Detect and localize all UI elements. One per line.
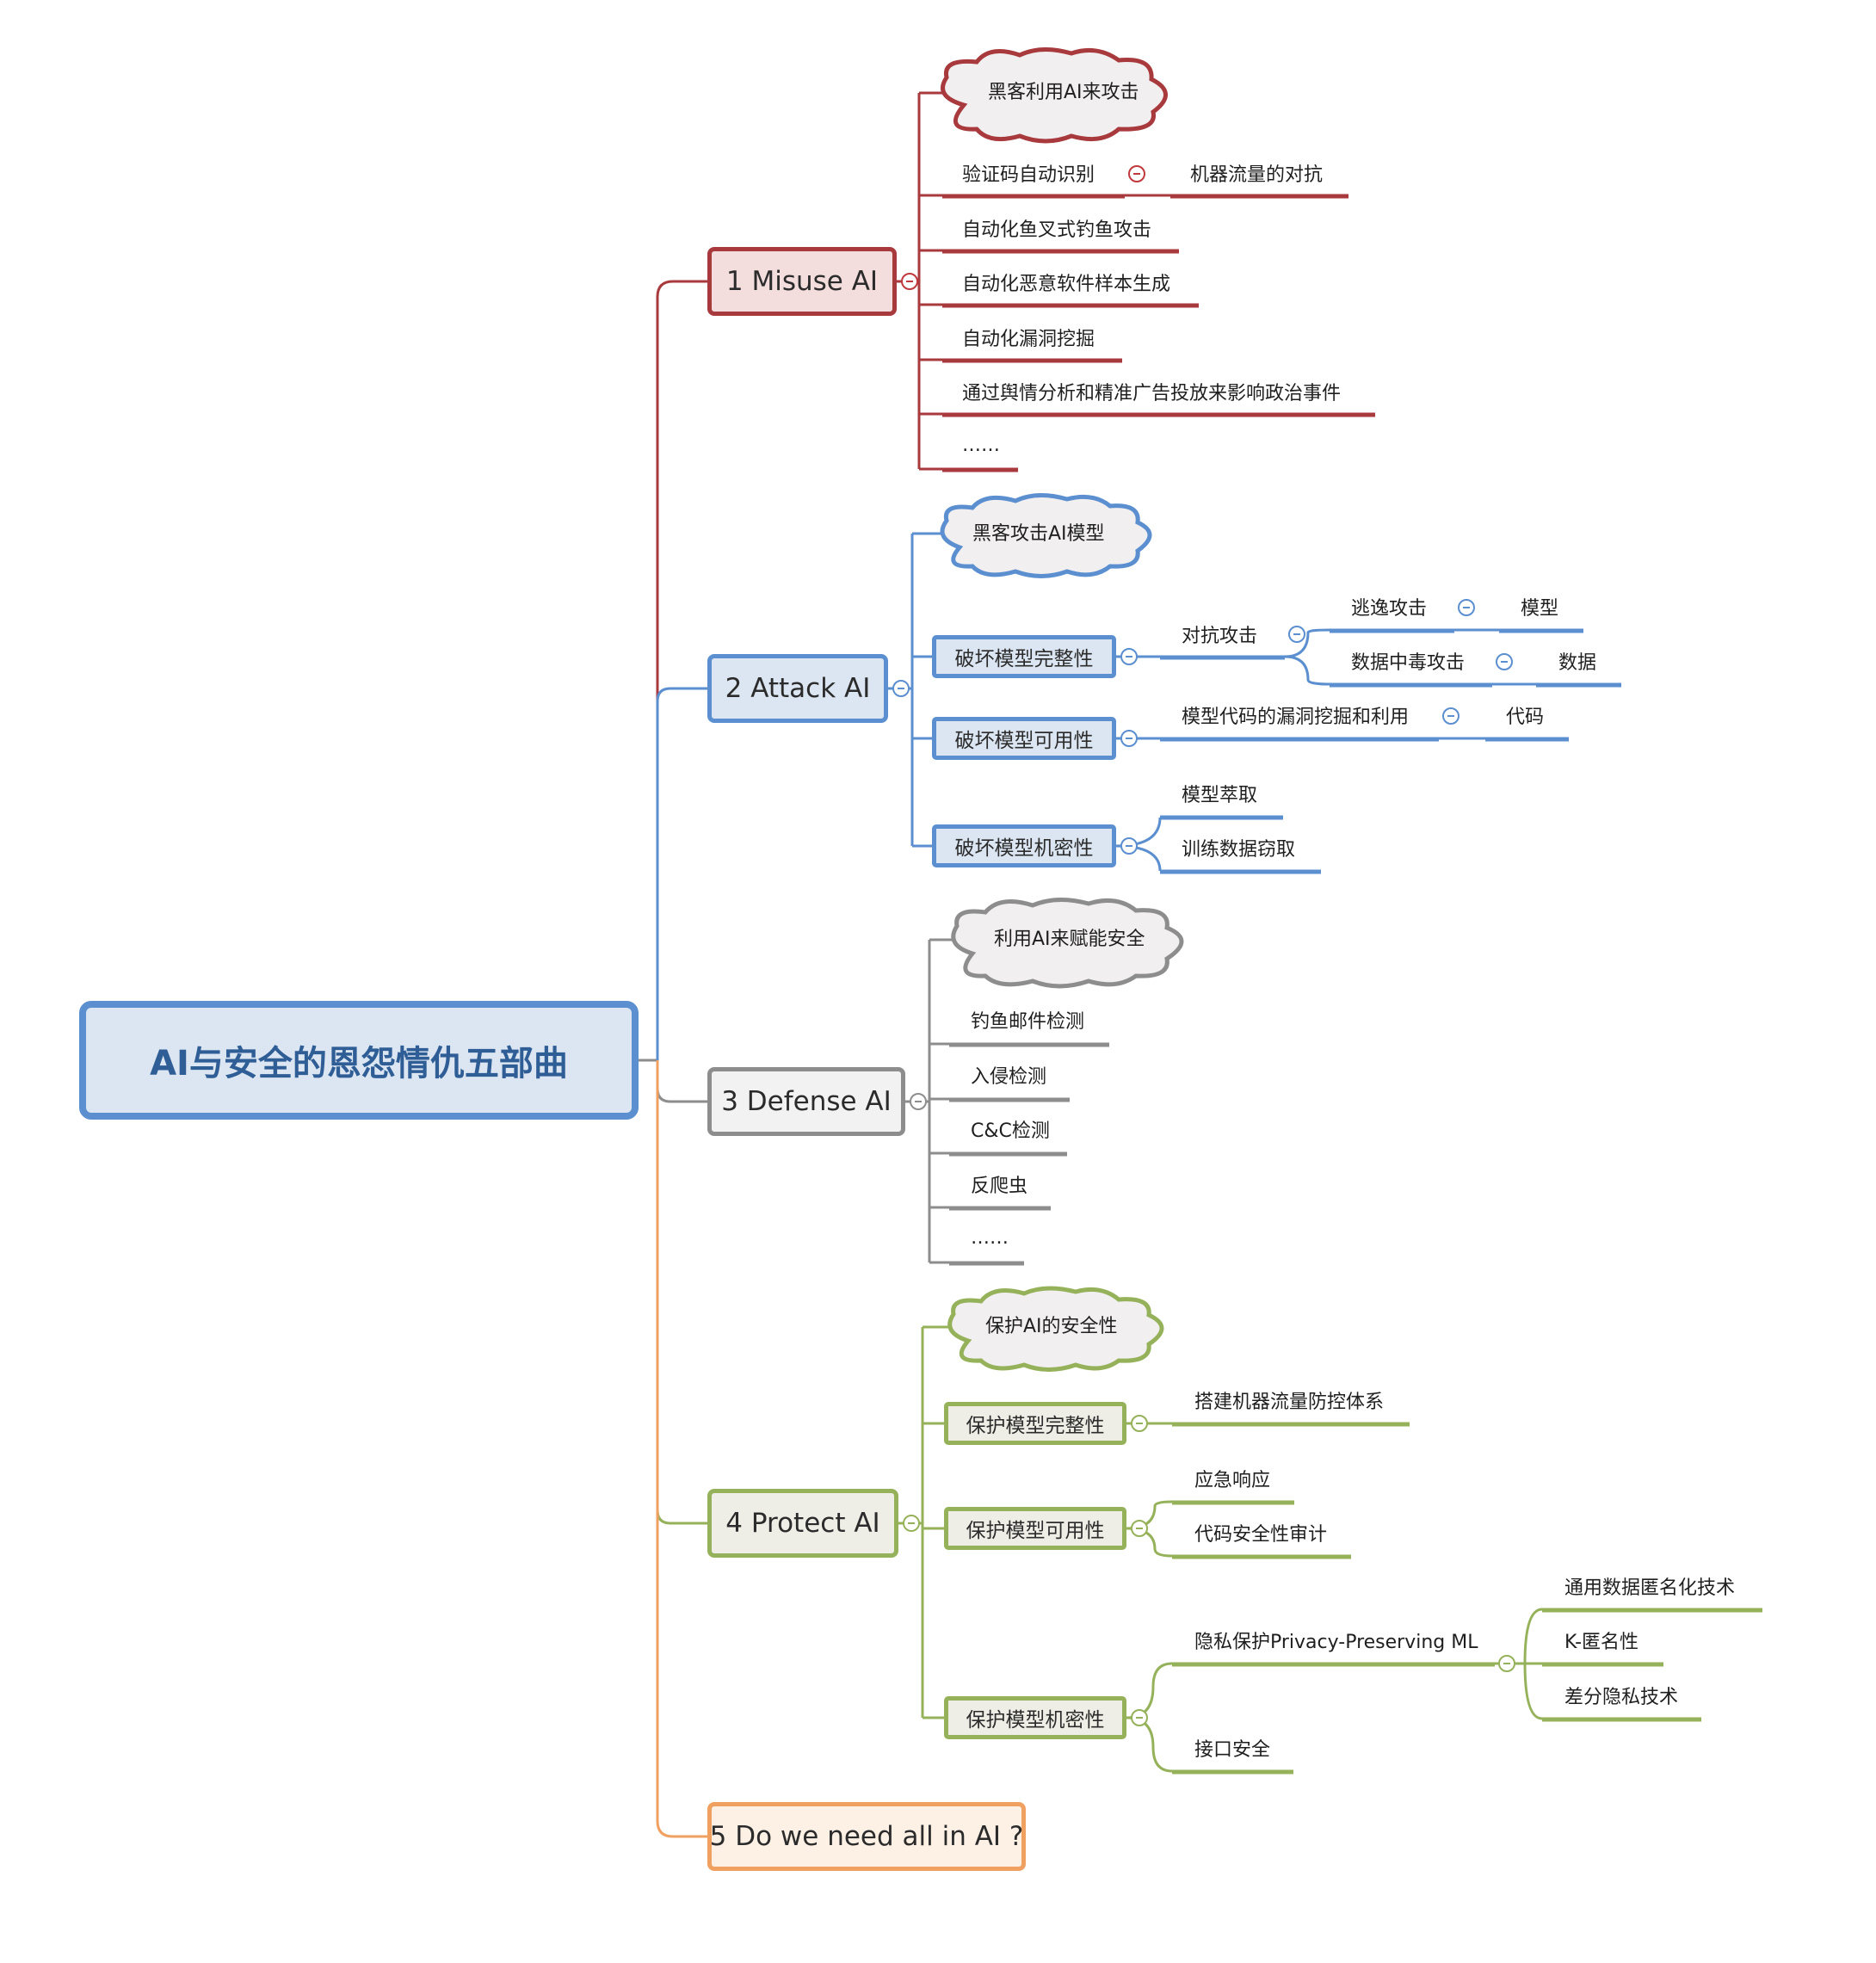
defense-cc-detection[interactable]: C&C检测	[971, 1120, 1050, 1142]
attack-confidentiality[interactable]: 破坏模型机密性	[932, 824, 1116, 867]
attack-evasion-model[interactable]: 模型	[1521, 598, 1559, 620]
protect-k-anonymity[interactable]: K-匿名性	[1564, 1632, 1639, 1653]
protect-differential-privacy[interactable]: 差分隐私技术	[1564, 1687, 1679, 1708]
cloud-attack-label[interactable]: 黑客攻击AI模型	[972, 523, 1105, 545]
attack-evasion[interactable]: 逃逸攻击	[1351, 598, 1428, 620]
collapse-code-vuln-icon[interactable]	[1442, 707, 1459, 725]
collapse-attack-confidentiality-icon[interactable]	[1120, 837, 1138, 855]
cloud-shape-protect	[947, 1286, 1164, 1372]
protect-data-anonymization[interactable]: 通用数据匿名化技术	[1564, 1577, 1736, 1599]
misuse-item-politics[interactable]: 通过舆情分析和精准广告投放来影响政治事件	[962, 383, 1342, 404]
collapse-privacy-icon[interactable]	[1498, 1655, 1515, 1672]
misuse-item-ellipsis[interactable]: ……	[962, 435, 1000, 456]
topic-defense-ai[interactable]: 3 Defense AI	[707, 1067, 905, 1136]
collapse-evasion-icon[interactable]	[1458, 599, 1475, 616]
attack-poisoning[interactable]: 数据中毒攻击	[1351, 652, 1466, 674]
attack-code-vuln[interactable]: 模型代码的漏洞挖掘和利用	[1182, 707, 1410, 728]
cloud-protect-label[interactable]: 保护AI的安全性	[985, 1316, 1118, 1337]
defense-anti-crawler[interactable]: 反爬虫	[971, 1176, 1028, 1197]
misuse-item-captcha[interactable]: 验证码自动识别	[962, 164, 1095, 186]
defense-intrusion-detection[interactable]: 入侵检测	[971, 1066, 1047, 1088]
misuse-item-machine-traffic[interactable]: 机器流量的对抗	[1190, 164, 1324, 186]
defense-ellipsis[interactable]: ……	[971, 1227, 1009, 1249]
attack-code[interactable]: 代码	[1506, 707, 1545, 728]
attack-integrity[interactable]: 破坏模型完整性	[932, 635, 1116, 678]
misuse-item-malware-gen[interactable]: 自动化恶意软件样本生成	[962, 274, 1171, 295]
protect-integrity[interactable]: 保护模型完整性	[944, 1402, 1126, 1445]
cloud-misuse-label[interactable]: 黑客利用AI来攻击	[988, 82, 1139, 103]
topic-attack-ai[interactable]: 2 Attack AI	[707, 654, 888, 723]
attack-model-extraction[interactable]: 模型萃取	[1182, 785, 1258, 806]
collapse-poisoning-icon[interactable]	[1496, 653, 1513, 670]
protect-code-audit[interactable]: 代码安全性审计	[1194, 1524, 1328, 1546]
protect-emergency-response[interactable]: 应急响应	[1194, 1470, 1271, 1491]
topic-protect-ai[interactable]: 4 Protect AI	[707, 1489, 898, 1558]
collapse-misuse-icon[interactable]	[901, 273, 918, 290]
collapse-attack-icon[interactable]	[892, 680, 910, 697]
misuse-item-vuln-mining[interactable]: 自动化漏洞挖掘	[962, 329, 1095, 350]
collapse-attack-integrity-icon[interactable]	[1120, 648, 1138, 665]
collapse-protect-availability-icon[interactable]	[1131, 1520, 1148, 1537]
collapse-protect-icon[interactable]	[903, 1515, 920, 1532]
protect-machine-traffic-system[interactable]: 搭建机器流量防控体系	[1194, 1392, 1385, 1413]
topic-misuse-ai[interactable]: 1 Misuse AI	[707, 247, 897, 316]
collapse-defense-icon[interactable]	[910, 1093, 927, 1110]
cloud-defense-label[interactable]: 利用AI来赋能安全	[994, 929, 1145, 950]
collapse-captcha-icon[interactable]	[1128, 165, 1145, 182]
misuse-item-spear-phishing[interactable]: 自动化鱼叉式钓鱼攻击	[962, 219, 1152, 241]
collapse-attack-availability-icon[interactable]	[1120, 730, 1138, 747]
cloud-shape-defense	[951, 897, 1184, 989]
attack-training-data-theft[interactable]: 训练数据窃取	[1182, 839, 1296, 861]
collapse-protect-confidentiality-icon[interactable]	[1131, 1709, 1148, 1726]
root-topic[interactable]: AI与安全的恩怨情仇五部曲	[79, 1001, 639, 1120]
cloud-shape-attack	[940, 493, 1152, 578]
cloud-shape-misuse	[941, 47, 1168, 144]
defense-phishing-detection[interactable]: 钓鱼邮件检测	[971, 1011, 1085, 1033]
attack-poisoning-data[interactable]: 数据	[1558, 652, 1597, 674]
protect-confidentiality[interactable]: 保护模型机密性	[944, 1696, 1126, 1739]
collapse-adversarial-icon[interactable]	[1288, 626, 1305, 643]
protect-privacy-preserving-ml[interactable]: 隐私保护Privacy-Preserving ML	[1194, 1632, 1478, 1653]
protect-availability[interactable]: 保护模型可用性	[944, 1507, 1126, 1550]
protect-interface-security[interactable]: 接口安全	[1194, 1739, 1271, 1761]
topic-need-all-in-ai[interactable]: 5 Do we need all in AI ?	[707, 1802, 1026, 1871]
attack-adversarial[interactable]: 对抗攻击	[1182, 626, 1258, 647]
attack-availability[interactable]: 破坏模型可用性	[932, 717, 1116, 760]
collapse-protect-integrity-icon[interactable]	[1131, 1415, 1148, 1432]
